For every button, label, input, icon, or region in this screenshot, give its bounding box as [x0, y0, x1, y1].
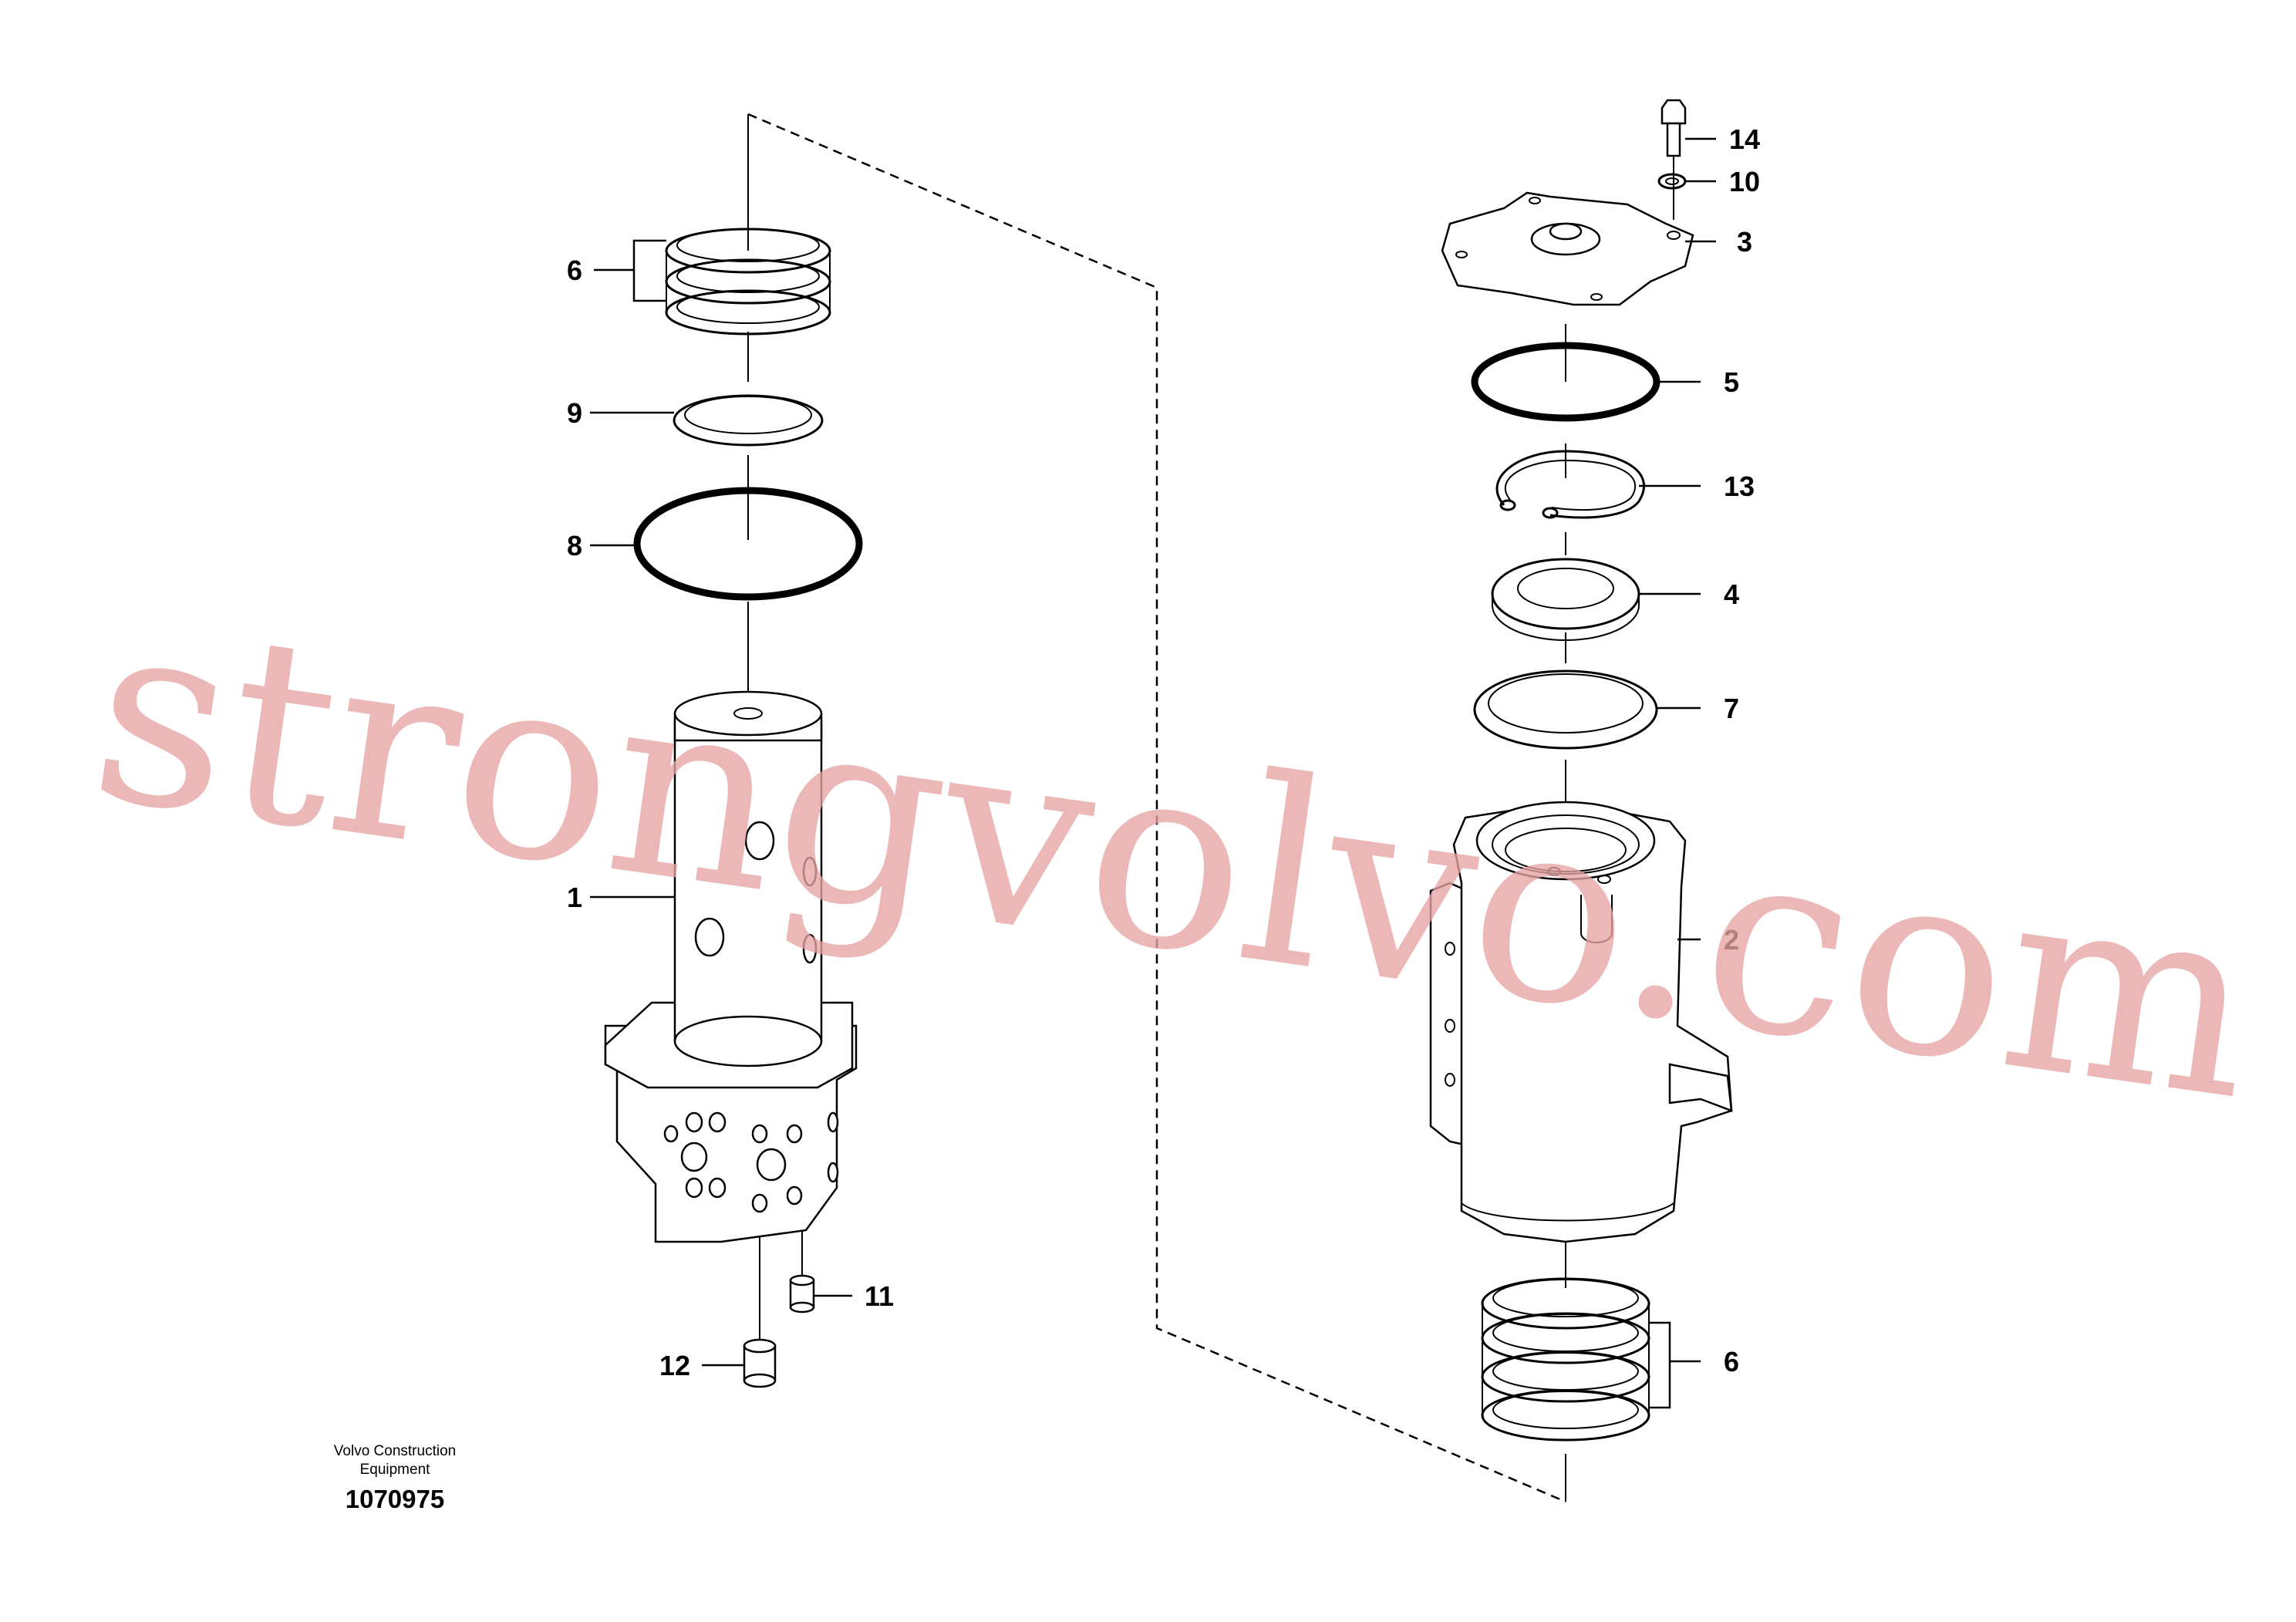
seal-ring-set-right: [1481, 1277, 1650, 1442]
callout-5: 5: [1724, 366, 1739, 398]
callout-12: 12: [659, 1350, 690, 1381]
plug-large: [743, 1338, 777, 1388]
callout-10: 10: [1729, 166, 1760, 197]
footer-drawing-number: 1070975: [346, 1485, 444, 1513]
thrust-ring: [1491, 558, 1640, 641]
callout-6-right: 6: [1724, 1346, 1739, 1378]
footer-company-line2: Equipment: [360, 1462, 431, 1478]
o-ring-large-left: [633, 487, 863, 601]
callout-11: 11: [865, 1280, 894, 1312]
callout-4: 4: [1724, 578, 1739, 610]
center-joint-housing: [1429, 801, 1733, 1243]
seal-ring-single: [1473, 669, 1658, 750]
footer-company-line1: Volvo Construction: [334, 1443, 456, 1459]
watermark: strongvolvo.com: [77, 561, 2272, 1157]
callout-labels: 6 9 8 1 11 12 14 10 3 5 13 4 7 2 6: [567, 123, 1760, 1381]
watermark-text: strongvolvo.com: [77, 561, 2272, 1157]
callout-8: 8: [567, 530, 582, 561]
callout-9: 9: [567, 397, 582, 429]
seal-ring-set-left: [665, 228, 831, 336]
footer-block: Volvo Construction Equipment 1070975: [334, 1443, 456, 1513]
cover-plate: [1441, 191, 1694, 306]
left-axis-lines: [747, 114, 803, 1346]
callout-13: 13: [1724, 470, 1755, 502]
backup-ring: [673, 394, 824, 447]
dashed-guide-frame: [747, 113, 1566, 1503]
callout-2: 2: [1724, 924, 1739, 956]
callout-6-left: 6: [567, 255, 582, 286]
callout-14: 14: [1729, 123, 1760, 155]
bolt: [1660, 99, 1687, 157]
snap-ring: [1495, 450, 1645, 519]
callout-1: 1: [567, 882, 582, 913]
callout-3: 3: [1737, 226, 1752, 258]
plug-small: [789, 1274, 815, 1313]
leader-lines: [590, 137, 1716, 1409]
washer: [1657, 173, 1687, 190]
callout-7: 7: [1724, 693, 1739, 724]
center-shaft: [604, 690, 858, 1243]
